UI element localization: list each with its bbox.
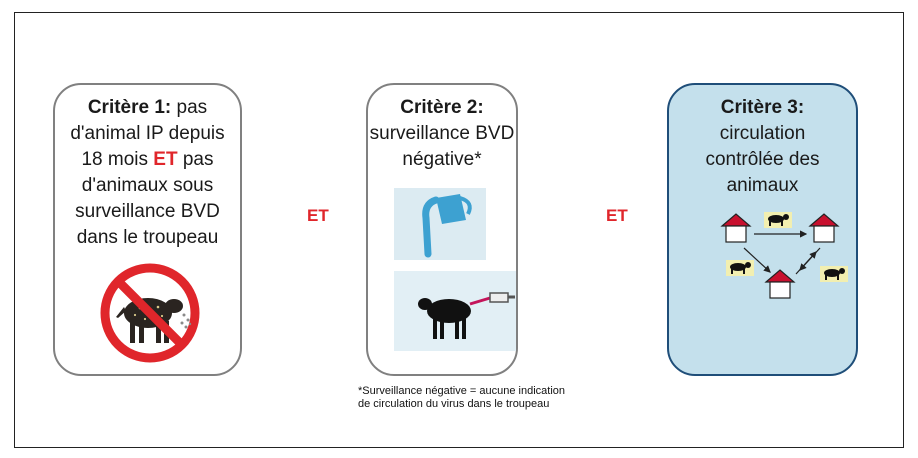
- no-cow-icon: [100, 263, 200, 363]
- connector-et-2: ET: [606, 206, 628, 225]
- footnote: *Surveillance négative = aucune indicati…: [358, 385, 566, 410]
- criterion-2-text: Critère 2: surveillance BVD négative*: [369, 97, 515, 170]
- criterion-1-text: Critère 1: pas d'animal IP depuis 18 moi…: [70, 97, 225, 248]
- milk-pour-icon: [394, 188, 486, 260]
- criterion-3-text: Critère 3: circulation contrôlée des ani…: [705, 97, 820, 196]
- criterion-3-title: Critère 3:: [720, 97, 805, 118]
- criterion-2-title: Critère 2:: [400, 97, 484, 118]
- connector-et-1: ET: [307, 206, 329, 225]
- house-icon: [720, 213, 752, 243]
- criterion-1-title: Critère 1:: [87, 97, 172, 118]
- cow-syringe-icon: [394, 271, 516, 351]
- farm-network-icon: [720, 212, 848, 299]
